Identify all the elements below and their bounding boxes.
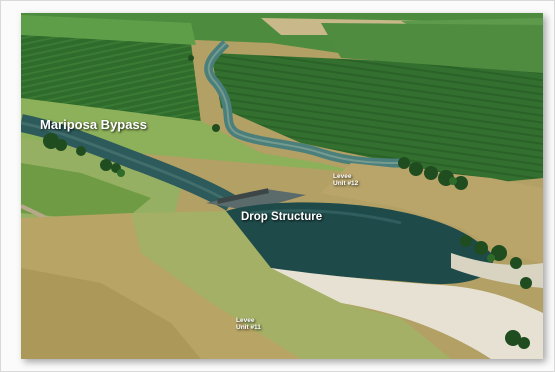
- levee-12-line2: Unit #12: [333, 180, 359, 187]
- drop-structure-label: Drop Structure: [241, 211, 323, 223]
- levee-unit-11-label: Levee Unit #11: [236, 317, 261, 331]
- levee-11-line1: Levee: [236, 317, 255, 324]
- levee-11-line2: Unit #11: [236, 324, 261, 331]
- levee-12-line1: Levee: [333, 173, 352, 180]
- aerial-photo: Mariposa Bypass Drop Structure Levee Uni…: [21, 13, 543, 359]
- aerial-landscape-image: [21, 13, 543, 359]
- levee-unit-12-label: Levee Unit #12: [333, 173, 358, 187]
- mariposa-bypass-label: Mariposa Bypass: [40, 117, 147, 132]
